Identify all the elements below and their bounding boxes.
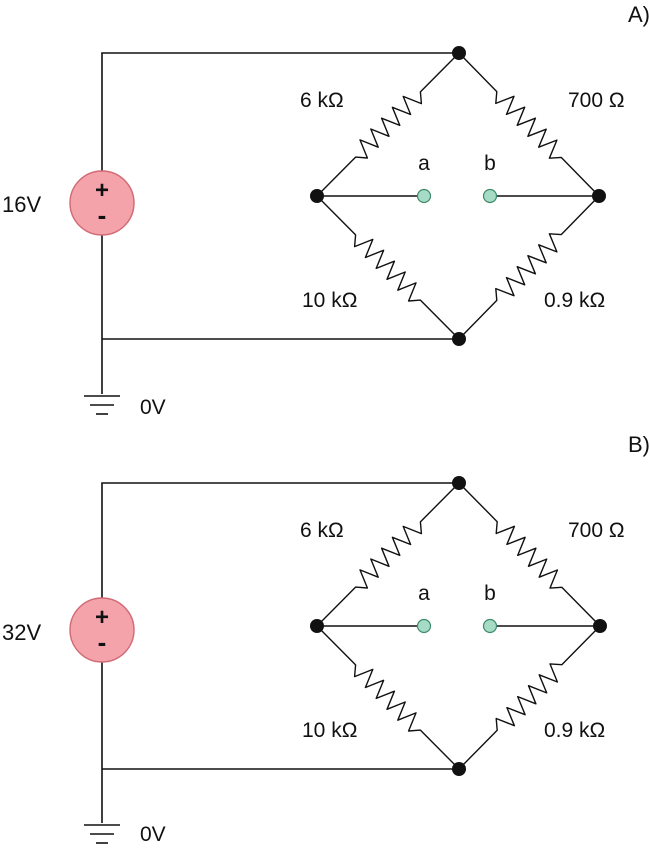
label-r-top-right-a: 700 Ω <box>568 89 625 112</box>
terminal-a-circle <box>416 188 432 204</box>
ground-symbol-b <box>84 824 120 844</box>
label-r-bottom-left-a: 10 kΩ <box>302 289 357 312</box>
terminal-b-label: b <box>484 152 496 175</box>
node-bottom-a <box>452 332 466 346</box>
source-minus-a: - <box>98 200 107 230</box>
resistor-zigzag <box>458 625 601 770</box>
node-left-b <box>310 619 324 633</box>
label-r-top-right-b: 700 Ω <box>568 519 625 542</box>
ground-label-b: 0V <box>140 823 166 846</box>
resistor-bottom-left-b <box>316 625 460 770</box>
terminal-a-label: a <box>418 152 430 175</box>
label-r-top-left-a: 6 kΩ <box>300 89 344 112</box>
part-label-b: B) <box>628 432 650 457</box>
terminal-a-label-b: a <box>418 582 430 605</box>
source-plus-b: + <box>95 604 109 631</box>
node-right-a <box>592 189 606 203</box>
resistor-top-left-a <box>316 52 460 197</box>
resistor-top-right-a <box>458 52 600 197</box>
resistor-bottom-left-a <box>316 195 460 340</box>
node-bottom-b <box>452 762 466 776</box>
resistor-zigzag <box>316 195 460 340</box>
label-r-top-left-b: 6 kΩ <box>300 519 344 542</box>
node-right-b <box>593 619 607 633</box>
resistor-zigzag <box>316 52 460 197</box>
node-top-a <box>452 46 466 60</box>
label-r-bottom-right-a: 0.9 kΩ <box>544 289 605 312</box>
ground-label-a: 0V <box>140 396 166 419</box>
terminal-a-circle-b <box>416 618 432 634</box>
terminal-b-circle <box>482 188 498 204</box>
terminal-b-circle-b <box>482 618 498 634</box>
resistor-bottom-right-b <box>458 625 601 770</box>
node-top-b <box>452 476 466 490</box>
resistor-zigzag <box>458 195 600 340</box>
circuit-a: A) a b 6 kΩ 700 Ω 10 kΩ 0.9 kΩ + - 16V <box>2 2 650 419</box>
resistor-zigzag <box>316 625 460 770</box>
resistor-top-right-b <box>458 482 601 627</box>
wire-top-b <box>101 482 459 603</box>
ground-symbol-a <box>84 395 120 415</box>
resistor-top-left-b <box>316 482 460 627</box>
source-voltage-label-a: 16V <box>2 192 41 217</box>
resistor-zigzag <box>316 482 460 627</box>
resistor-zigzag <box>458 482 601 627</box>
wire-top-a <box>101 52 459 176</box>
label-r-bottom-right-b: 0.9 kΩ <box>544 719 605 742</box>
wire-bottom-a <box>101 230 459 394</box>
node-left-a <box>310 189 324 203</box>
label-r-bottom-left-b: 10 kΩ <box>302 719 357 742</box>
circuit-b: B) a b 6 kΩ 700 Ω 10 kΩ 0.9 kΩ + - 32V <box>2 432 650 846</box>
source-minus-b: - <box>98 627 107 657</box>
voltage-source-b <box>69 597 135 663</box>
terminal-b-label-b: b <box>484 582 496 605</box>
part-label-a: A) <box>628 2 650 27</box>
source-voltage-label-b: 32V <box>2 620 41 645</box>
source-plus-a: + <box>95 177 109 204</box>
wire-bottom-b <box>101 658 459 823</box>
resistor-zigzag <box>458 52 600 197</box>
resistor-bottom-right-a <box>458 195 600 340</box>
voltage-source-a <box>69 170 135 236</box>
